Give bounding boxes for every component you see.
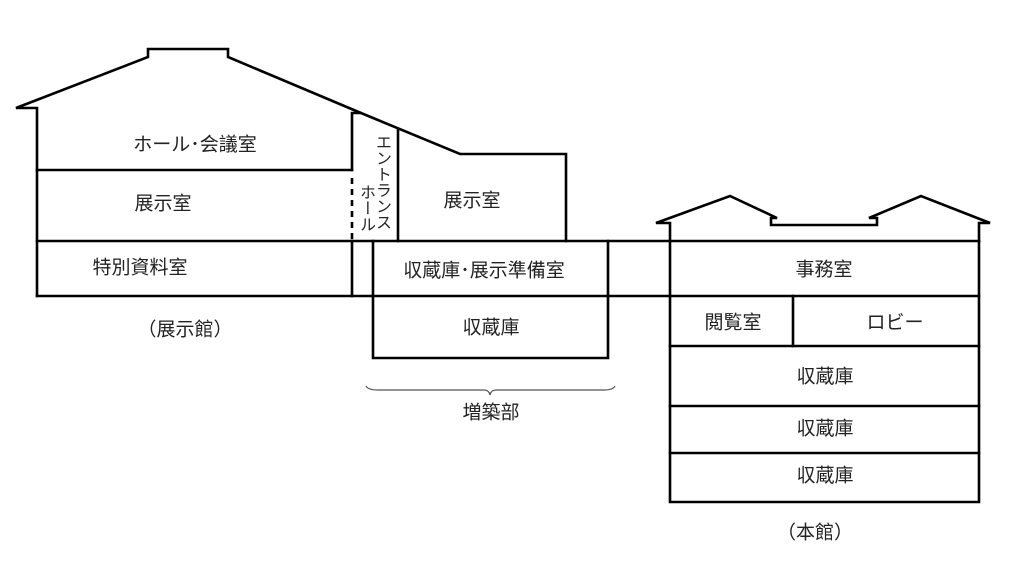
room-office: 事務室 — [795, 258, 853, 281]
room-extension-storage: 収蔵庫 — [462, 316, 520, 339]
room-storage-prep: 収蔵庫･展示準備室 — [403, 259, 565, 282]
room-main-storage-2: 収蔵庫 — [796, 417, 854, 440]
extension-roof — [359, 111, 568, 243]
room-lobby: ロビー — [866, 311, 924, 334]
room-exhibition-2: 展示室 — [443, 189, 501, 212]
entrance-label: エントランス — [373, 134, 392, 230]
hall-label: ホール — [357, 184, 376, 232]
room-main-storage-1: 収蔵庫 — [796, 365, 854, 388]
extension-body — [371, 239, 610, 360]
room-exhibition-1: 展示室 — [134, 192, 192, 215]
room-special-archive: 特別資料室 — [92, 256, 188, 279]
caption-main-hall: （本館） — [776, 521, 854, 544]
room-reading: 閲覧室 — [704, 311, 762, 334]
extension-brace — [365, 385, 616, 396]
caption-exhibition-hall: （展示館） — [137, 318, 233, 341]
main-hall-body — [668, 239, 981, 504]
room-main-storage-3: 収蔵庫 — [796, 464, 854, 487]
main-hall-roof — [655, 194, 991, 243]
exhibition-hall-roof — [15, 47, 362, 172]
room-hall-conference: ホール･会議室 — [133, 133, 257, 156]
caption-extension: 増築部 — [462, 401, 520, 424]
